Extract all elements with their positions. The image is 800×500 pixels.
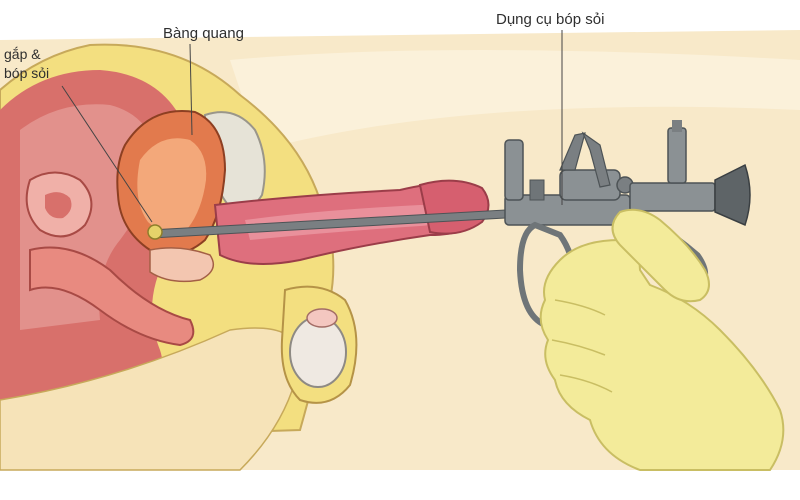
label-grasp-line2: bóp sỏi xyxy=(4,65,50,81)
epididymis xyxy=(306,308,338,328)
bladder-inner xyxy=(137,138,207,232)
buttock xyxy=(0,327,301,471)
glove-thumb xyxy=(611,208,710,303)
prostate xyxy=(149,247,215,283)
leader-line-bladder xyxy=(189,43,193,136)
body-skin-highlight xyxy=(230,50,800,150)
rectum-inner xyxy=(45,192,72,219)
testis xyxy=(289,316,347,388)
glove-finger-creases xyxy=(551,299,613,393)
label-grasp-line1: gắp & xyxy=(4,46,41,62)
label-grasp-crush-stone: gắp & bóp sỏi xyxy=(4,45,49,83)
leader-line-grasp xyxy=(61,85,153,223)
label-lithotripsy-tool: Dụng cụ bóp sỏi xyxy=(496,11,605,28)
instrument-body xyxy=(504,120,751,227)
colon-loop xyxy=(29,246,195,347)
stone xyxy=(147,224,163,240)
glans xyxy=(418,179,490,235)
label-bladder: Bàng quang xyxy=(163,25,244,42)
